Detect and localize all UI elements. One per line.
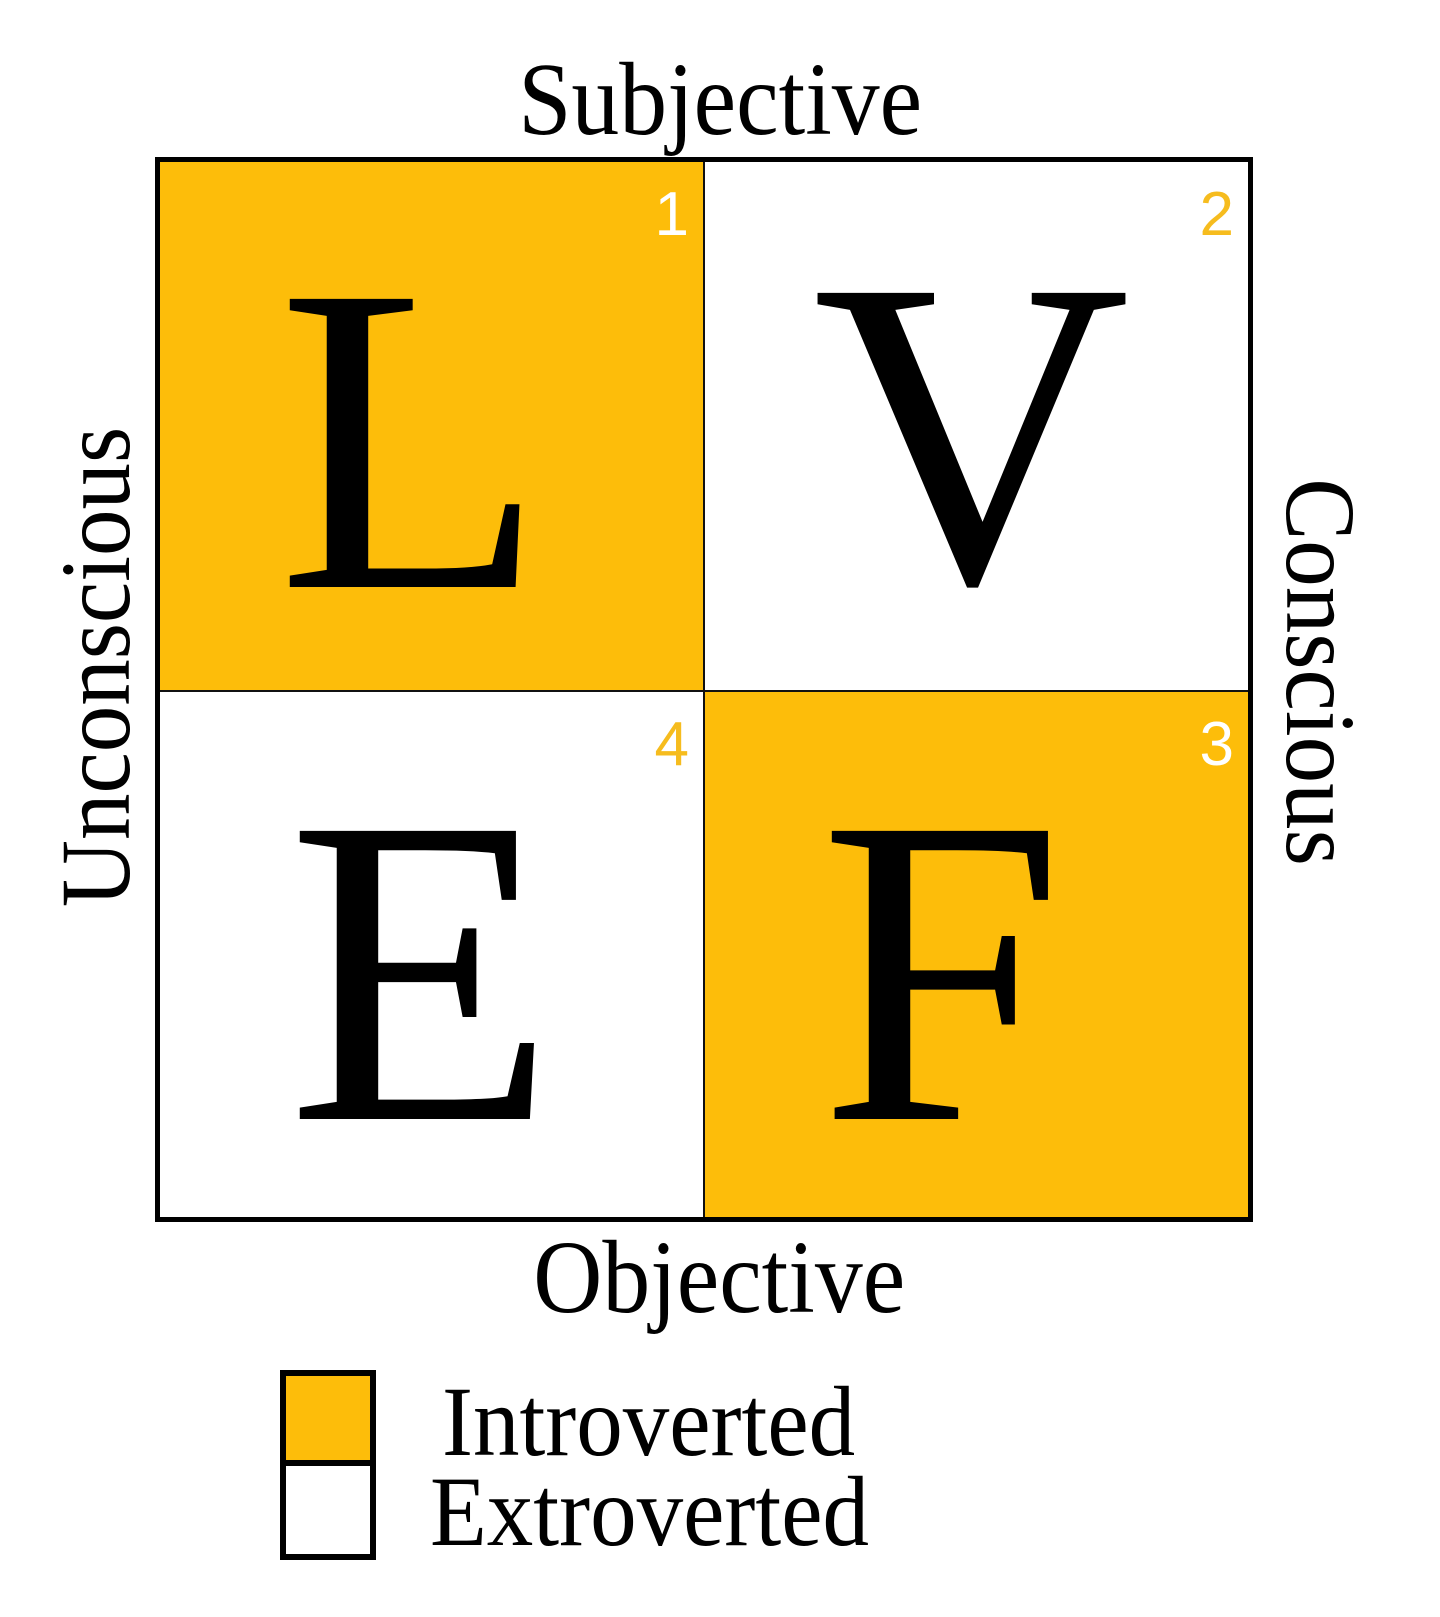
quadrant-number: 3 <box>1199 710 1234 779</box>
legend-swatch-divider <box>286 1460 370 1466</box>
quadrant-letter: F <box>819 728 1064 1215</box>
quadrant-2: 2 V <box>705 162 1248 690</box>
quadrant-1: 1 L <box>160 162 703 690</box>
quadrant-letter: V <box>812 190 1131 677</box>
vertical-divider <box>703 162 705 1217</box>
legend-swatch-box <box>280 1370 376 1560</box>
quadrant-4: 4 E <box>160 692 703 1217</box>
quadrant-letter: L <box>277 196 546 683</box>
quadrant-number: 1 <box>654 180 689 249</box>
quadrant-grid: 1 L 2 V 3 F 4 E <box>155 157 1253 1222</box>
axis-label-conscious: Conscious <box>1265 478 1376 866</box>
horizontal-divider <box>160 690 1248 692</box>
legend-label-introverted: Introverted <box>442 1366 856 1477</box>
legend-swatch-introverted <box>286 1376 370 1460</box>
quadrant-letter: E <box>287 728 556 1215</box>
quadrant-3: 3 F <box>705 692 1248 1217</box>
quadrant-number: 2 <box>1199 180 1234 249</box>
axis-label-subjective: Subjective <box>518 42 923 157</box>
axis-label-objective: Objective <box>533 1220 906 1335</box>
quadrant-number: 4 <box>654 710 689 779</box>
legend-label-extroverted: Extroverted <box>430 1456 869 1567</box>
